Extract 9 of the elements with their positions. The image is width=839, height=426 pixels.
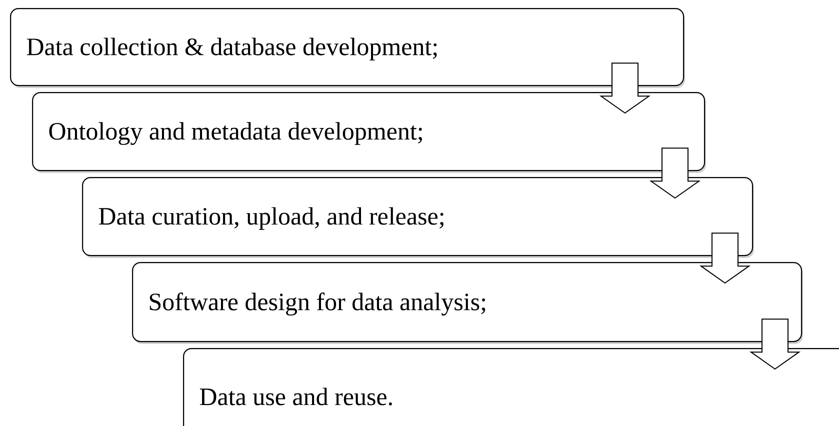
step-box: Data collection & database development; — [10, 8, 685, 88]
block-arrow — [599, 62, 651, 114]
block-arrow — [649, 148, 701, 199]
step-box: Ontology and metadata development; — [32, 92, 706, 173]
step-box: Software design for data analysis; — [132, 262, 803, 344]
step-box: Data curation, upload, and release; — [82, 177, 754, 258]
step-box: Data use and reuse. — [183, 348, 839, 426]
block-arrow — [749, 318, 801, 370]
block-arrow — [699, 232, 751, 284]
